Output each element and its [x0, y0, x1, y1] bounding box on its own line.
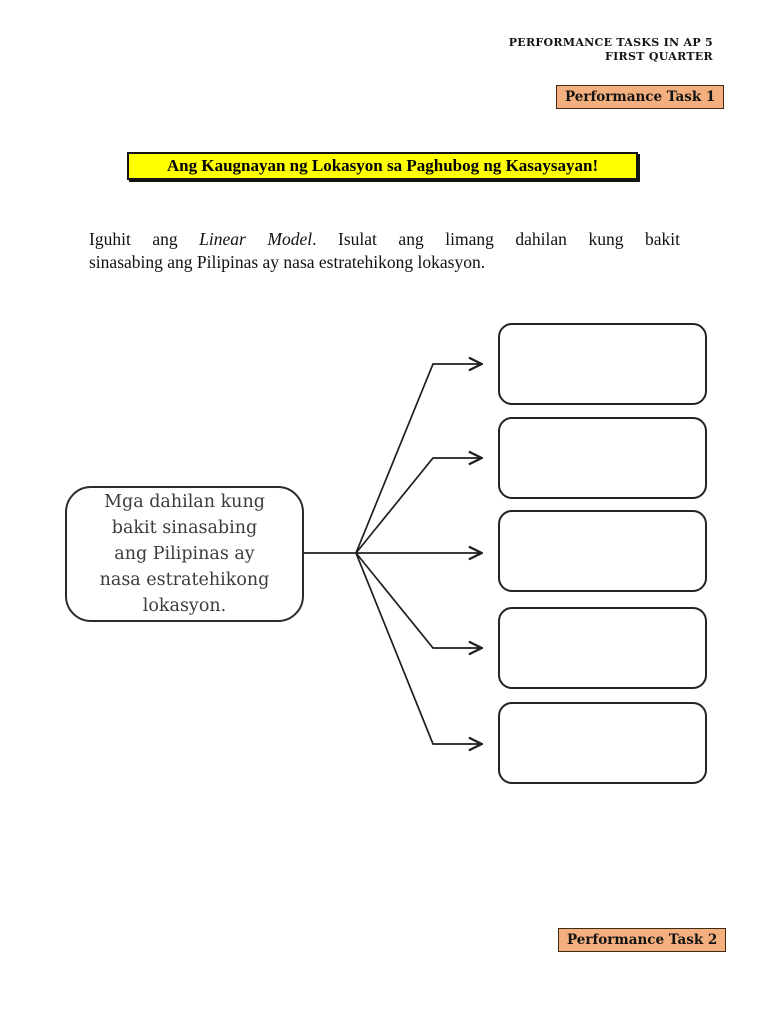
- arrow-connector-1: [355, 364, 481, 554]
- arrow-connector-4: [355, 552, 481, 648]
- center-topic-box: Mga dahilan kung bakit sinasabing ang Pi…: [65, 486, 304, 622]
- header-line-2: FIRST QUARTER: [605, 50, 713, 63]
- center-topic-line: nasa estratehikong: [99, 570, 270, 590]
- center-topic-line: bakit sinasabing: [111, 518, 258, 538]
- title-banner: Ang Kaugnayan ng Lokasyon sa Paghubog ng…: [127, 152, 638, 180]
- instructions-text: . Isulat ang limang dahilan kung bakit: [312, 229, 680, 249]
- instructions-text: Iguhit ang: [89, 229, 200, 249]
- instructions-paragraph: Iguhit ang Linear Model. Isulat ang lima…: [89, 228, 680, 274]
- performance-task-2-badge: Performance Task 2: [558, 928, 727, 952]
- answer-box-5: [498, 702, 707, 784]
- answer-box-2: [498, 417, 707, 499]
- page-header: PERFORMANCE TASKS IN AP 5 FIRST QUARTER: [509, 36, 713, 64]
- instructions-italic-text: Linear Model: [199, 229, 313, 249]
- instructions-line-2: sinasabing ang Pilipinas ay nasa estrate…: [89, 252, 486, 272]
- header-line-1: PERFORMANCE TASKS IN AP 5: [508, 36, 713, 49]
- answer-box-1: [498, 323, 707, 405]
- instructions-line-1: Iguhit ang Linear Model. Isulat ang lima…: [89, 228, 680, 251]
- performance-task-1-badge: Performance Task 1: [556, 85, 725, 109]
- center-topic-line: ang Pilipinas ay: [114, 544, 255, 564]
- center-topic-line: Mga dahilan kung: [104, 492, 265, 512]
- performance-task-1-label: Performance Task 1: [565, 89, 716, 105]
- center-topic-line: lokasyon.: [142, 596, 227, 616]
- answer-box-3: [498, 510, 707, 592]
- performance-task-2-label: Performance Task 2: [567, 932, 718, 948]
- answer-box-4: [498, 607, 707, 689]
- arrow-connector-5: [355, 552, 481, 744]
- arrow-connector-2: [355, 458, 481, 554]
- title-banner-text: Ang Kaugnayan ng Lokasyon sa Paghubog ng…: [166, 156, 599, 175]
